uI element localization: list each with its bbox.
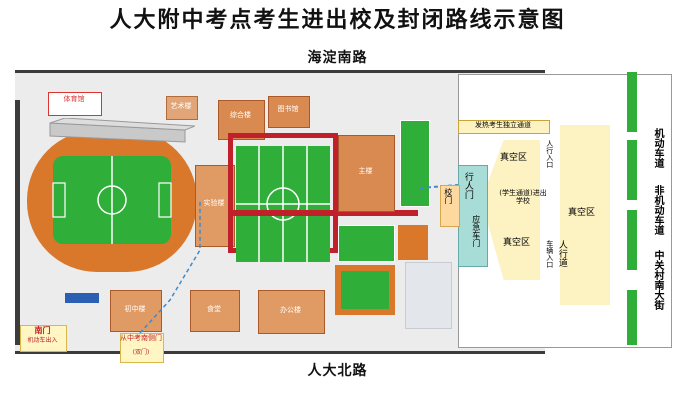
education-building xyxy=(110,290,162,332)
education-building-label: 初中楼 xyxy=(124,305,146,313)
office-building xyxy=(258,290,325,334)
pedestrian-gate-label: 行人门 xyxy=(462,172,473,199)
sign-strip-4 xyxy=(627,290,637,345)
art-building-label: 艺术楼 xyxy=(170,102,192,110)
road-north-label: 海淀南路 xyxy=(307,50,368,66)
blue-sign xyxy=(65,293,99,303)
student-pass-label: (学生通道)进出学校 xyxy=(499,189,547,205)
south-court-inner xyxy=(341,271,389,309)
vacuum-zone-west-label: 真空区 xyxy=(500,153,528,163)
school-gate[interactable] xyxy=(440,185,460,227)
canteen-building-label: 食堂 xyxy=(207,305,221,313)
south-gate-note: 机动车出入 xyxy=(27,337,58,344)
library-building-label: 图书馆 xyxy=(277,105,299,113)
sports-field xyxy=(27,130,197,272)
east-court xyxy=(400,120,430,207)
center-courts xyxy=(236,146,330,262)
motor-lane-label: 机动车道 xyxy=(652,128,663,168)
sign-strip-2 xyxy=(627,140,637,200)
barrier-east xyxy=(228,210,418,216)
south-gate-label: 南门 xyxy=(34,326,51,335)
sign-strip-1 xyxy=(627,72,637,132)
vacuum-zone-mid-label: 真空区 xyxy=(503,238,531,248)
middle-gate-box[interactable] xyxy=(120,333,164,363)
fever-channel xyxy=(458,120,550,134)
basketball-court xyxy=(338,225,395,262)
orange-court xyxy=(398,225,428,260)
pedestrian-lane-label: 人行道 xyxy=(556,240,567,267)
gym-sign xyxy=(48,92,102,116)
north-main-building xyxy=(338,135,395,212)
art-building xyxy=(166,96,198,120)
campus-west-wall xyxy=(15,100,20,345)
ped-entrance-label: 人行入口 xyxy=(545,140,554,168)
stand-building xyxy=(49,118,195,143)
map-title: 人大附中考点考生进出校及封闭路线示意图 xyxy=(109,8,566,33)
north-main-building-label: 主楼 xyxy=(358,167,373,175)
emergency-gate-label: 应急车门 xyxy=(471,215,481,247)
south-gate-box[interactable] xyxy=(20,325,67,352)
experiment-building-label: 实验楼 xyxy=(203,199,225,207)
library-building xyxy=(268,96,310,128)
integrated-building-label: 综合楼 xyxy=(230,111,251,119)
road-south-label: 人大北路 xyxy=(307,363,368,379)
office-building-label: 办公楼 xyxy=(280,306,301,314)
middle-gate-label: 从中考南侧门 xyxy=(120,334,162,342)
vacuum-zone-east xyxy=(560,125,610,305)
canteen-building xyxy=(190,290,240,332)
faded-building xyxy=(405,262,452,329)
sign-strip-3 xyxy=(627,210,637,270)
school-gate-label: 校门 xyxy=(443,188,453,204)
vehicle-entrance-label: 车辆入口 xyxy=(545,240,554,268)
middle-gate-note: (双门) xyxy=(132,349,150,356)
road-east-label: 中关村南大街 xyxy=(652,250,663,310)
vacuum-zone-east-label: 真空区 xyxy=(568,208,596,218)
gym-label: 体育馆 xyxy=(63,95,85,103)
nonmotor-lane-label: 非机动车道 xyxy=(652,185,663,235)
fever-channel-label: 发热考生独立通道 xyxy=(475,121,531,129)
